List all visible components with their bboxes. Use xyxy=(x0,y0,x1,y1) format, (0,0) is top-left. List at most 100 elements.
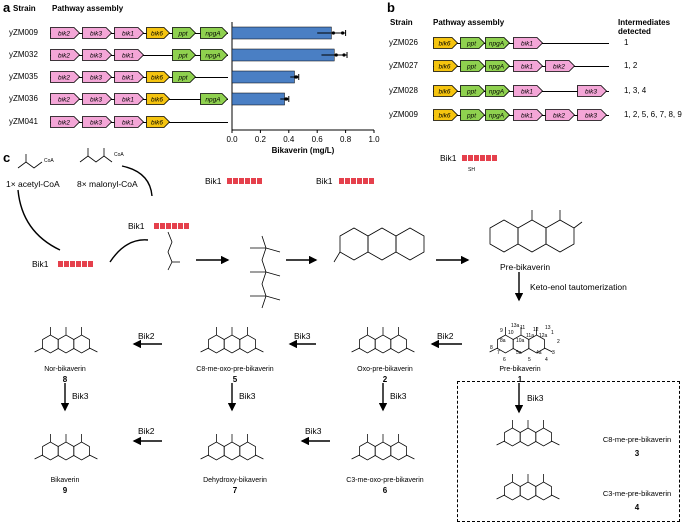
gene-bik3-yZM036-label: bik3 xyxy=(90,97,102,104)
atom-number-6: 6 xyxy=(503,357,506,363)
panel-b-detected-header: detected xyxy=(618,27,651,36)
atom-number-13: 13 xyxy=(545,325,551,331)
gene-bik3-yZM032-label: bik3 xyxy=(90,53,102,60)
gene-bik1-yZM009: bik1 xyxy=(513,109,544,121)
gene-bik1-yZM036: bik1 xyxy=(114,93,145,105)
panel-b-strain-yZM028: yZM028 xyxy=(389,86,418,95)
gene-bik3-yZM041-label: bik3 xyxy=(90,120,102,127)
enzyme-bik1-label-4: Bik1 xyxy=(316,176,333,186)
atom-number-10: 10 xyxy=(508,330,514,336)
gene-ppt-yZM026-label: ppt xyxy=(466,41,477,48)
compound-structures xyxy=(34,327,560,501)
gene-ppt-yZM035: ppt xyxy=(172,71,197,83)
malonyl-coa-tag: CoA xyxy=(114,152,124,158)
gene-bik6-yZM027: bik6 xyxy=(433,60,459,72)
gene-bik3-yZM035: bik3 xyxy=(82,71,113,83)
compound-4-number: 4 xyxy=(634,503,640,512)
gene-bik1-yZM035: bik1 xyxy=(114,71,145,83)
gene-bik3-yZM028: bik3 xyxy=(577,85,608,97)
gene-bik3-yZM009-label: bik3 xyxy=(90,31,102,38)
compound-7-number: 7 xyxy=(232,486,238,495)
gene-bik1-yZM035-label: bik1 xyxy=(122,75,134,82)
bar-yZM036 xyxy=(231,92,285,106)
acetyl-coa-structure xyxy=(17,154,43,169)
panel-b-intermediates-yZM027: 1, 2 xyxy=(624,61,638,70)
gene-bik2-yZM009: bik2 xyxy=(50,27,81,39)
acp-domain-block xyxy=(166,223,171,229)
data-point-yZM032 xyxy=(334,53,338,57)
loading-curved-arrow xyxy=(109,239,149,263)
gene-bik6-yZM026-label: bik6 xyxy=(439,41,451,48)
bar-yZM032 xyxy=(231,48,335,62)
bar-x-tick-label: 0.4 xyxy=(283,135,295,144)
gene-bik3-yZM009-label: bik3 xyxy=(585,113,597,120)
panel-b-intermediates-yZM026: 1 xyxy=(624,38,629,47)
gene-bik1-yZM009-label: bik1 xyxy=(521,113,533,120)
gene-ppt-yZM009-label: ppt xyxy=(466,113,477,120)
acp-domain-block xyxy=(486,155,491,161)
acp-domain-block xyxy=(154,223,159,229)
panel-c-letter: c xyxy=(3,150,11,165)
compound-3-structure xyxy=(496,420,560,447)
gene-npgA-yZM026: npgA xyxy=(485,37,511,49)
gene-ppt-yZM027: ppt xyxy=(460,60,486,72)
compound-3-number: 3 xyxy=(634,449,640,458)
atom-number-2: 2 xyxy=(557,339,560,345)
gene-bik6-yZM028-label: bik6 xyxy=(439,89,451,96)
gene-bik2-yZM009-label: bik2 xyxy=(553,113,565,120)
acp-domain-block xyxy=(468,155,473,161)
gene-bik2-yZM035-label: bik2 xyxy=(58,75,70,82)
acp-domain-block xyxy=(239,178,244,184)
gene-bik2-yZM027: bik2 xyxy=(545,60,576,72)
acp-domain-block xyxy=(64,261,69,267)
acp-domain-block xyxy=(172,223,177,229)
gene-ppt-yZM009: ppt xyxy=(172,27,197,39)
atom-number-9: 9 xyxy=(500,328,503,334)
gene-ppt-yZM032-label: ppt xyxy=(177,53,188,60)
gene-ppt-yZM028: ppt xyxy=(460,85,486,97)
gene-bik3-yZM041: bik3 xyxy=(82,116,113,128)
panel-b-intermediates-header: Intermediates xyxy=(618,18,671,27)
bar-x-axis-title: Bikaverin (mg/L) xyxy=(272,146,335,155)
gene-bik1-yZM028-label: bik1 xyxy=(521,89,533,96)
gene-bik2-yZM036: bik2 xyxy=(50,93,81,105)
acp-domain-block xyxy=(257,178,262,184)
gene-bik2-yZM027-label: bik2 xyxy=(553,64,565,71)
atom-number-8: 8 xyxy=(490,345,493,351)
gene-bik2-yZM032: bik2 xyxy=(50,49,81,61)
panel-a-strain-yZM035: yZM035 xyxy=(9,72,38,81)
gene-bik1-yZM027: bik1 xyxy=(513,60,544,72)
enzyme-bik1-label-left: Bik1 xyxy=(32,259,49,269)
gene-bik3-yZM028-label: bik3 xyxy=(585,89,597,96)
gene-bik6-yZM009: bik6 xyxy=(146,27,171,39)
gene-ppt-yZM035-label: ppt xyxy=(177,75,188,82)
gene-bik1-yZM026-label: bik1 xyxy=(521,41,533,48)
sh-tag: SH xyxy=(468,167,475,173)
compound-9-name: Bikaverin xyxy=(50,477,80,484)
gene-bik6-yZM035: bik6 xyxy=(146,71,171,83)
acp-domain-block xyxy=(178,223,183,229)
compound-9-structure xyxy=(34,434,98,461)
gene-bik6-yZM036-label: bik6 xyxy=(151,97,163,104)
atom-number-10a: 10a xyxy=(516,338,525,344)
acp-domain-block xyxy=(227,178,232,184)
pre-bikaverin-structure-top xyxy=(489,210,583,253)
gene-bik1-yZM026: bik1 xyxy=(513,37,544,49)
compound-2-number: 2 xyxy=(382,375,388,384)
panel-a-strain-yZM036: yZM036 xyxy=(9,94,38,103)
bar-yZM035 xyxy=(231,70,295,84)
compound-5-number: 5 xyxy=(232,375,238,384)
enzyme-bik1-label-2: Bik1 xyxy=(128,221,145,231)
gene-bik3-yZM009: bik3 xyxy=(577,109,608,121)
panel-b-pathway-header: Pathway assembly xyxy=(433,18,505,27)
gene-ppt-yZM026: ppt xyxy=(460,37,486,49)
gene-npgA-yZM036: npgA xyxy=(200,93,229,105)
gene-npgA-yZM026-label: npgA xyxy=(489,41,504,48)
compound-3-name: C8-me-pre-bikaverin xyxy=(602,435,672,444)
compound-2-structure xyxy=(351,327,415,354)
compound-6-structure xyxy=(351,434,415,461)
cyclized-intermediate xyxy=(333,227,425,263)
acetyl-coa-label: 1× acetyl-CoA xyxy=(6,179,60,189)
bar-x-tick-label: 0.8 xyxy=(340,135,352,144)
